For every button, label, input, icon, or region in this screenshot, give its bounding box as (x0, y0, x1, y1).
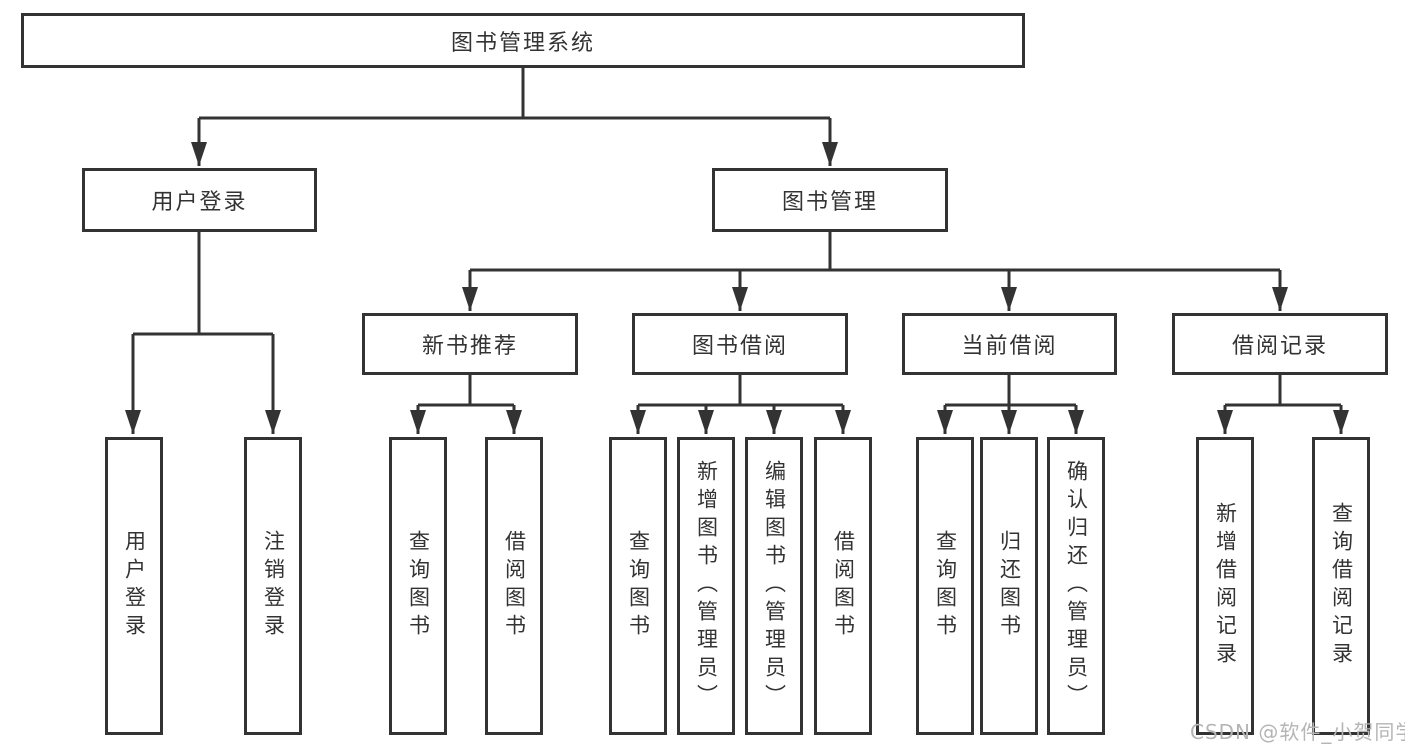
leaf-add-books-admin: 新增图书（管理员） (677, 437, 735, 735)
leaf-borrow-books-recommend: 借阅图书 (485, 437, 543, 735)
node-current-borrowing: 当前借阅 (902, 313, 1117, 375)
leaf-query-books-recommend: 查询图书 (389, 437, 447, 735)
node-book-borrowing: 图书借阅 (632, 313, 848, 375)
node-user-login: 用户登录 (82, 168, 317, 232)
leaf-query-books-borrowing: 查询图书 (609, 437, 667, 735)
node-new-book-recommendation: 新书推荐 (362, 313, 578, 375)
leaf-confirm-return-admin: 确认归还（管理员） (1047, 437, 1105, 735)
leaf-query-borrow-record: 查询借阅记录 (1312, 437, 1370, 735)
node-borrowing-records: 借阅记录 (1172, 313, 1388, 375)
leaf-query-books-current: 查询图书 (916, 437, 974, 735)
node-book-management: 图书管理 (712, 168, 948, 232)
node-library-management-system: 图书管理系统 (21, 13, 1025, 68)
leaf-add-borrow-record: 新增借阅记录 (1196, 437, 1254, 735)
leaf-return-books: 归还图书 (980, 437, 1038, 735)
leaf-edit-books-admin: 编辑图书（管理员） (745, 437, 803, 735)
leaf-borrow-books: 借阅图书 (814, 437, 872, 735)
leaf-logout: 注销登录 (244, 437, 302, 735)
leaf-user-login: 用户登录 (105, 437, 163, 735)
